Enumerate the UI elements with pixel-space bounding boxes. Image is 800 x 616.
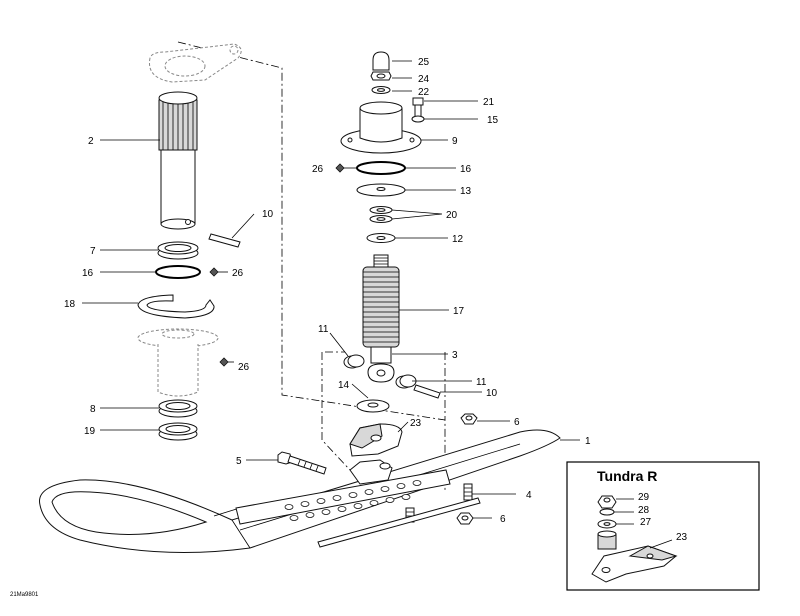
inset-callout-23: 23 (676, 532, 688, 543)
callout-22: 22 (418, 87, 430, 98)
wear-bar (317, 497, 481, 548)
callout-21: 21 (483, 97, 495, 108)
washer-14 (356, 399, 390, 413)
bushing-11-left (343, 354, 365, 369)
callout-7: 7 (90, 246, 96, 257)
bushing-7 (157, 241, 199, 260)
pin-10-right (413, 384, 441, 399)
callout-16-left: 16 (82, 268, 94, 279)
callout-12: 12 (452, 234, 464, 245)
o-ring-16-right (356, 161, 406, 175)
nut-24 (370, 71, 392, 81)
shock-absorber-17 (362, 254, 400, 348)
leader-lines (82, 60, 580, 519)
cap-25 (372, 51, 390, 71)
inset-washer-27 (597, 519, 617, 529)
shock-rod-3 (367, 346, 395, 383)
mount-9 (340, 101, 422, 154)
ski-bracket-base (349, 459, 393, 485)
callout-16-right: 16 (460, 164, 472, 175)
o-ring-16-left (155, 265, 201, 279)
callout-10-right: 10 (486, 388, 498, 399)
callout-8: 8 (90, 404, 96, 415)
inset-callout-27: 27 (640, 517, 652, 528)
callout-6-bottom: 6 (500, 514, 506, 525)
callout-11-right: 11 (476, 377, 487, 388)
bushing-8 (158, 399, 198, 418)
callout-labels: 25 24 22 21 15 9 26 16 13 20 12 17 11 3 … (64, 57, 591, 525)
pin-10-left (208, 233, 241, 248)
callout-26-b: 26 (312, 164, 324, 175)
screw-21 (412, 97, 424, 118)
inset-callout-29: 29 (638, 492, 650, 503)
callout-9: 9 (452, 136, 458, 147)
grease-fitting-26-c (219, 357, 229, 367)
callout-13: 13 (460, 186, 472, 197)
splined-spindle (158, 91, 198, 230)
inset-bracket-23 (591, 545, 678, 583)
drawing-code: 21Ma9801 (10, 592, 39, 598)
inset-callout-28: 28 (638, 505, 650, 516)
ski-1 (39, 429, 561, 553)
retaining-ring-18 (137, 294, 215, 319)
steering-arm-ghost (148, 43, 242, 83)
tundra-r-inset: Tundra R 29 28 27 23 (566, 461, 760, 591)
callout-1: 1 (585, 436, 591, 447)
callout-4: 4 (526, 490, 532, 501)
callout-14: 14 (338, 380, 350, 391)
nut-6-bottom (456, 512, 474, 525)
grease-fitting-26-a (209, 267, 219, 277)
washer-22 (371, 86, 391, 94)
callout-6-top: 6 (514, 417, 520, 428)
callout-11-top: 11 (318, 324, 329, 335)
callout-24: 24 (418, 74, 430, 85)
callout-2: 2 (88, 136, 94, 147)
nut-6-top (460, 413, 478, 425)
washer-12 (366, 233, 396, 243)
callout-17: 17 (453, 306, 465, 317)
ski-bracket-23 (349, 423, 403, 457)
callout-5: 5 (236, 456, 242, 467)
ski-leg-rail (235, 469, 451, 525)
inset-nut-29 (597, 495, 617, 509)
inset-washer-28 (599, 508, 615, 516)
callout-26-c: 26 (238, 362, 250, 373)
callout-15: 15 (487, 115, 499, 126)
callout-10-left: 10 (262, 209, 274, 220)
spindle-housing-ghost (137, 328, 219, 397)
bushing-19 (158, 422, 198, 441)
washers-20 (369, 206, 393, 223)
grease-fitting-26-b (335, 163, 345, 173)
callout-3: 3 (452, 350, 458, 361)
callout-20: 20 (446, 210, 458, 221)
bolt-5 (277, 451, 327, 475)
callout-18: 18 (64, 299, 76, 310)
callout-25: 25 (418, 57, 430, 68)
assembly-guide-lines (177, 41, 446, 492)
callout-26-a: 26 (232, 268, 244, 279)
callout-19: 19 (84, 426, 96, 437)
bushing-11-right (395, 374, 417, 389)
inset-spacer (597, 530, 617, 550)
disc-13 (356, 183, 406, 197)
inset-title: Tundra R (597, 468, 657, 484)
callout-23: 23 (410, 418, 422, 429)
washer-15 (411, 115, 425, 123)
